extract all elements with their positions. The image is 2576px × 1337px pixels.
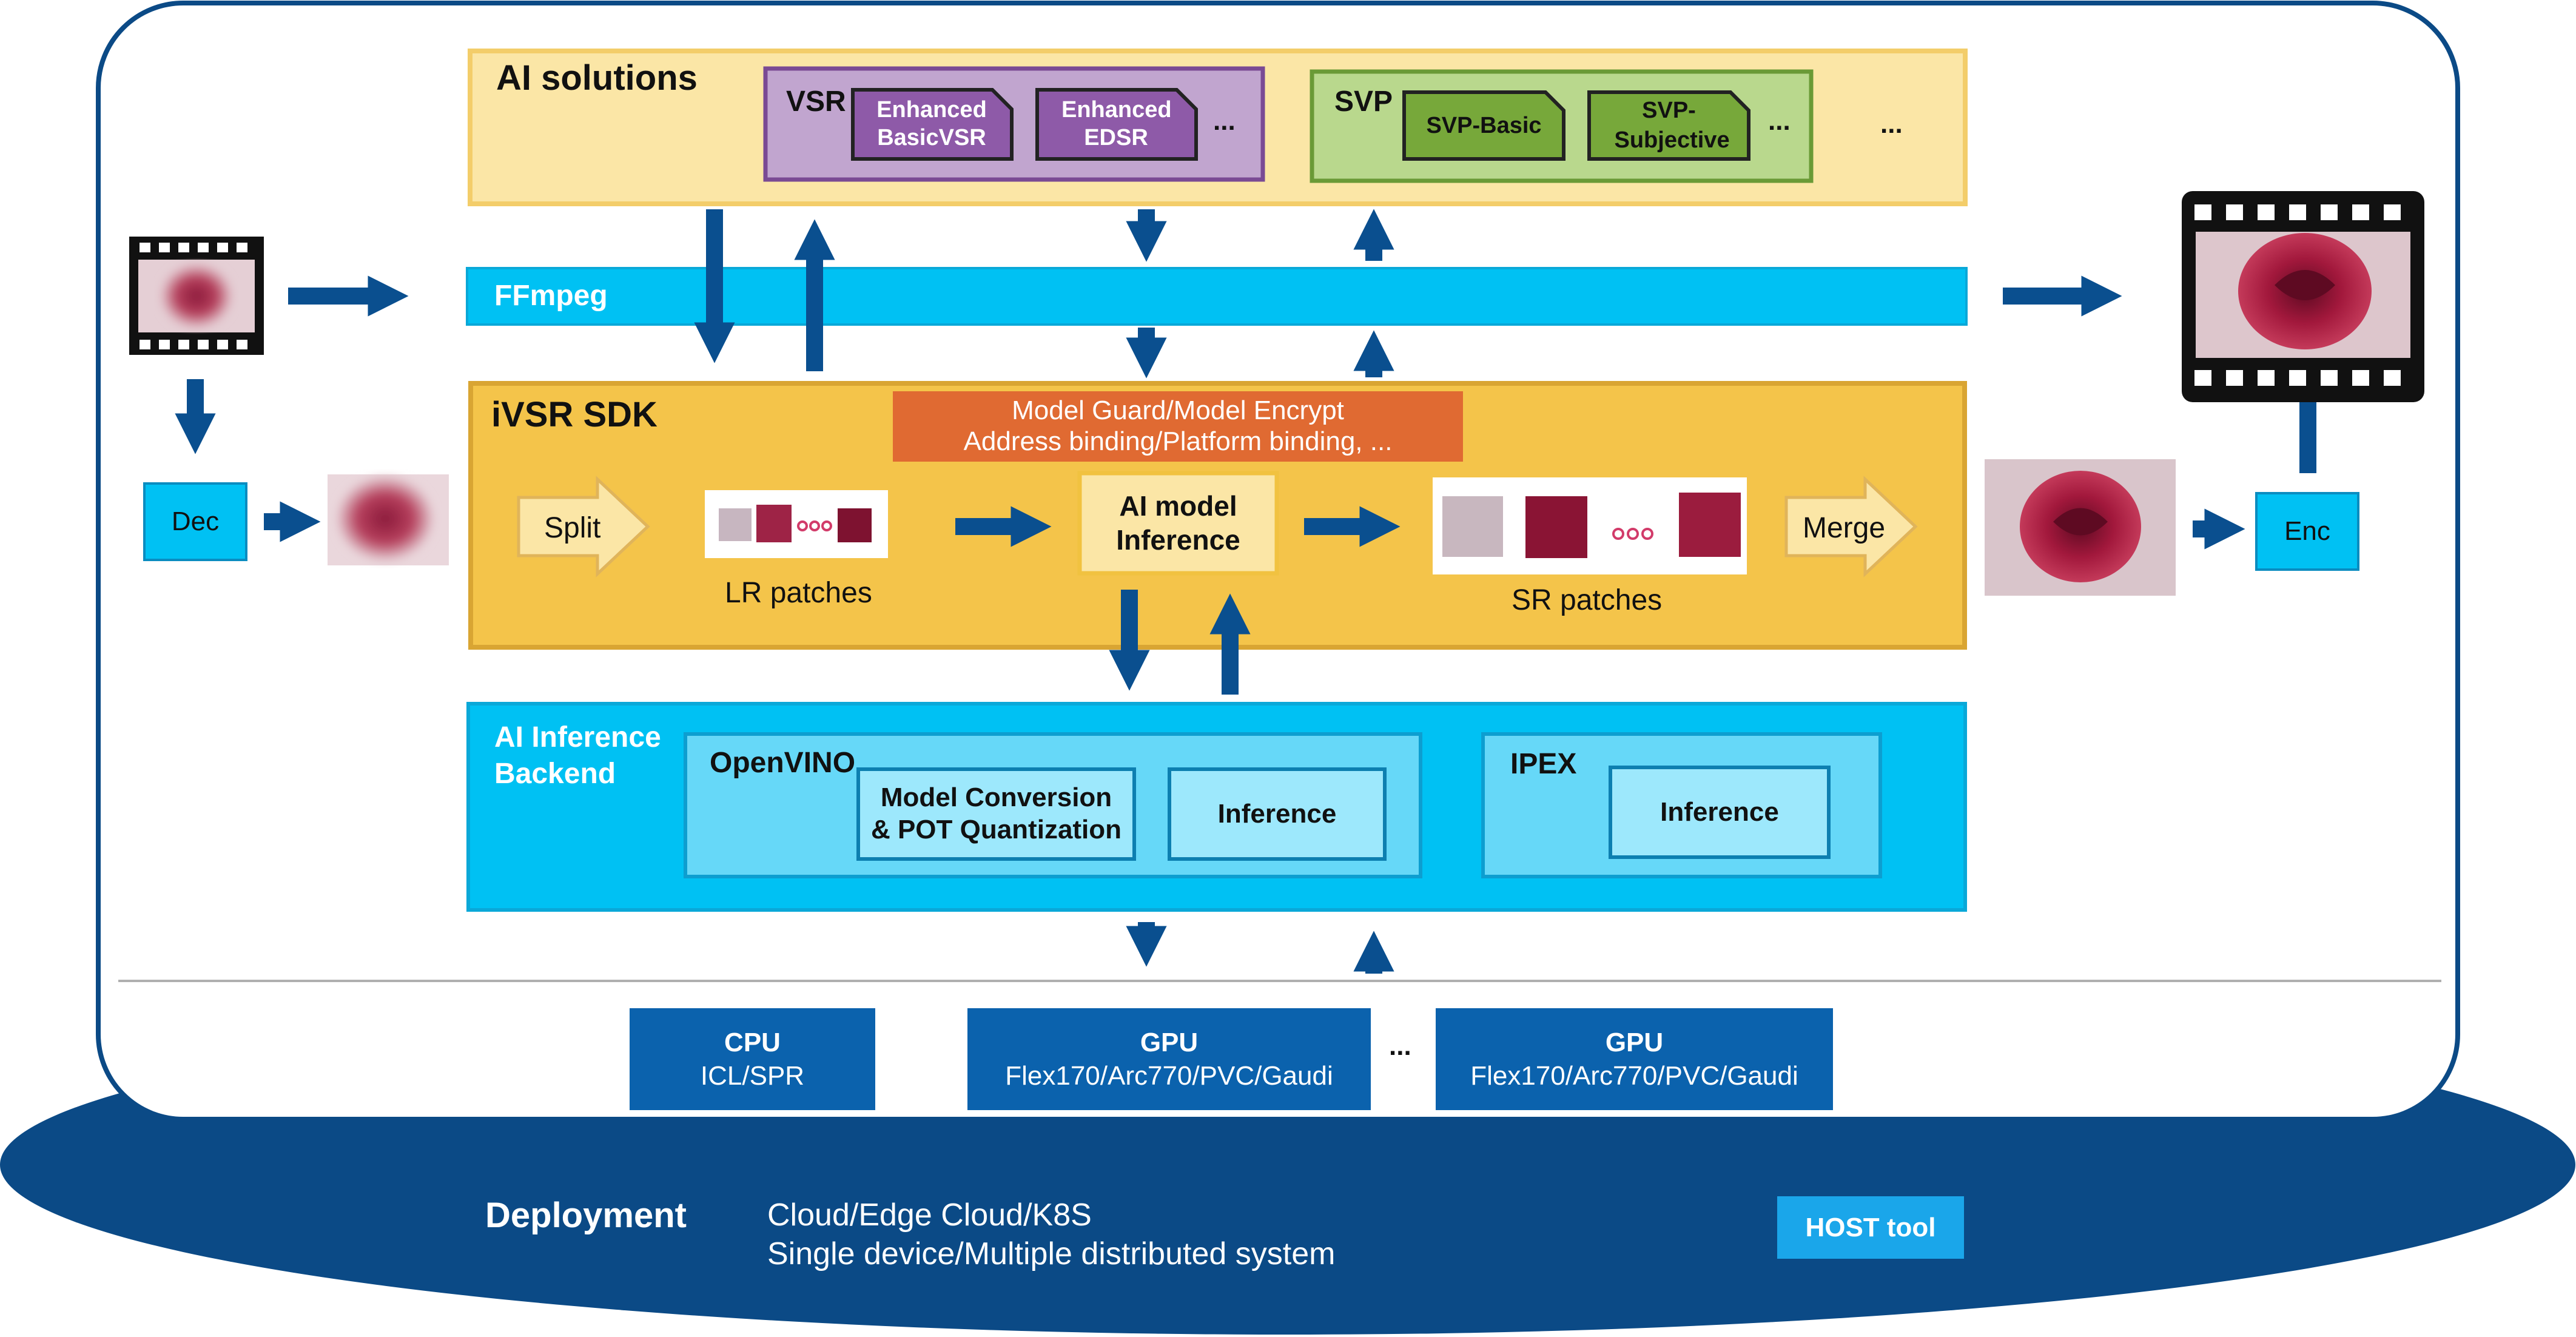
svp-item-subjective	[1587, 90, 1750, 161]
ai-solutions-title: AI solutions	[496, 58, 698, 98]
deployment-line-2: Single device/Multiple distributed syste…	[767, 1236, 1336, 1271]
svp-more: ...	[1768, 106, 1791, 136]
lr-dot-2	[809, 520, 820, 531]
sr-dot-1	[1612, 528, 1624, 540]
conversion-line-1: Model Conversion	[880, 783, 1112, 813]
decoded-frame-image	[328, 474, 449, 565]
sr-patch-3	[1679, 493, 1741, 557]
enc-label: Enc	[2256, 493, 2358, 570]
lr-patches-label: LR patches	[725, 577, 872, 609]
vsr-item-basicvsr	[851, 88, 1014, 161]
lr-patch-1	[719, 508, 752, 541]
svp-item-basic	[1402, 90, 1565, 161]
ipex-inference-box	[1609, 766, 1831, 859]
lr-patch-3	[838, 508, 872, 542]
svp-item-basic-label: SVP-Basic	[1404, 92, 1564, 159]
gpu1-box	[967, 1008, 1371, 1110]
vsr-item-basicvsr-label: Enhanced BasicVSR	[853, 90, 1011, 159]
vsr-more: ...	[1213, 106, 1236, 136]
conversion-box	[856, 767, 1136, 861]
sr-dot-2	[1627, 528, 1639, 540]
conversion-label: Model Conversion & POT Quantization	[858, 769, 1134, 859]
svp-item-subjective-label: SVP-Subjective	[1589, 92, 1749, 159]
deployment-line-1: Cloud/Edge Cloud/K8S	[767, 1197, 1092, 1233]
merge-label: Merge	[1803, 512, 1886, 544]
ai-model-label: AI model Inference	[1080, 473, 1277, 573]
sr-frame-image	[1985, 459, 2176, 596]
ai-model-line-2: Inference	[1116, 524, 1240, 556]
gpu1-title: GPU	[1140, 1028, 1199, 1057]
ipex-label: IPEX	[1510, 748, 1577, 780]
ffmpeg-label: FFmpeg	[494, 280, 608, 312]
split-chevron	[517, 476, 650, 578]
dec-text: Dec	[171, 507, 220, 536]
hardware-more: ...	[1389, 1031, 1411, 1061]
vsr-item-edsr	[1035, 88, 1198, 161]
cpu-sub: ICL/SPR	[700, 1061, 805, 1091]
guard-bar	[893, 391, 1463, 462]
guard-line-2: Address binding/Platform binding, ...	[963, 426, 1393, 456]
svp-item-subjective-text: SVP-Subjective	[1614, 97, 1730, 153]
gpu2-label: GPU Flex170/Arc770/PVC/Gaudi	[1436, 1008, 1833, 1110]
ffmpeg-bar	[466, 267, 1968, 326]
ipex-inference-text: Inference	[1660, 797, 1779, 827]
gpu1-label: GPU Flex170/Arc770/PVC/Gaudi	[967, 1008, 1371, 1110]
cpu-title: CPU	[724, 1028, 781, 1057]
gpu2-sub: Flex170/Arc770/PVC/Gaudi	[1470, 1061, 1798, 1091]
ivsr-title: iVSR SDK	[491, 395, 657, 434]
vsr-item-basicvsr-text: Enhanced BasicVSR	[876, 97, 987, 150]
cpu-label: CPU ICL/SPR	[630, 1008, 875, 1110]
svp-item-basic-text: SVP-Basic	[1426, 112, 1542, 138]
guard-line-1: Model Guard/Model Encrypt	[1012, 396, 1344, 426]
gpu1-sub: Flex170/Arc770/PVC/Gaudi	[1005, 1061, 1333, 1091]
openvino-inference-box	[1168, 767, 1387, 861]
lr-patch-2	[756, 505, 792, 542]
host-tool-text: HOST tool	[1805, 1212, 1936, 1242]
openvino-inference-label: Inference	[1169, 769, 1385, 859]
gpu2-box	[1436, 1008, 1833, 1110]
gpu2-title: GPU	[1605, 1028, 1664, 1057]
lr-dot-1	[797, 520, 808, 531]
cpu-box	[630, 1008, 875, 1110]
openvino-label: OpenVINO	[710, 747, 856, 779]
openvino-inference-text: Inference	[1217, 799, 1337, 829]
backend-title-line-2: Backend	[494, 758, 616, 790]
input-film-icon	[129, 237, 264, 355]
output-film-icon	[2182, 191, 2424, 402]
conversion-line-2: & POT Quantization	[870, 815, 1122, 844]
sr-patch-2	[1525, 496, 1587, 558]
merge-chevron	[1784, 476, 1918, 578]
vsr-item-edsr-text: Enhanced EDSR	[1061, 97, 1172, 150]
enc-text: Enc	[2284, 516, 2330, 546]
ai-solutions-more: ...	[1880, 109, 1903, 139]
vsr-item-edsr-label: Enhanced EDSR	[1037, 90, 1195, 159]
svp-label: SVP	[1334, 86, 1393, 118]
dec-box	[143, 482, 247, 561]
sr-patches-label: SR patches	[1512, 584, 1663, 616]
lr-dot-3	[821, 520, 832, 531]
dec-label: Dec	[144, 483, 246, 560]
ai-model-box	[1077, 471, 1279, 576]
sr-patch-1	[1442, 496, 1503, 557]
deployment-title: Deployment	[485, 1196, 687, 1235]
enc-box	[2255, 492, 2359, 571]
host-tool-box	[1777, 1196, 1964, 1259]
ai-model-line-1: AI model	[1119, 490, 1237, 522]
ipex-inference-label: Inference	[1610, 767, 1829, 857]
backend-title-line-1: AI Inference	[494, 721, 661, 753]
guard-text: Model Guard/Model Encrypt Address bindin…	[893, 391, 1463, 462]
sr-dot-3	[1641, 528, 1653, 540]
vsr-label: VSR	[786, 86, 846, 118]
split-label: Split	[544, 512, 601, 544]
host-tool-label: HOST tool	[1777, 1196, 1964, 1259]
